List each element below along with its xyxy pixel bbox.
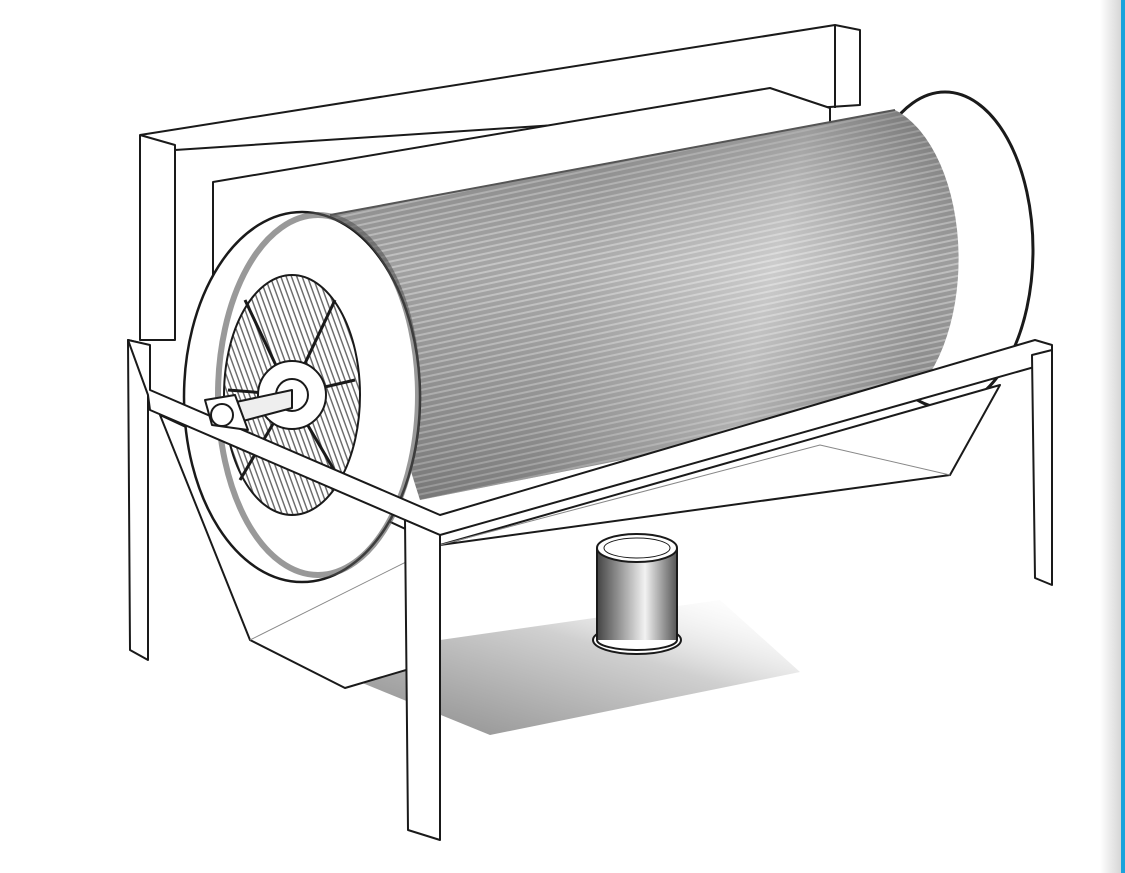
frame-front-right-leg xyxy=(404,519,441,841)
frame-front-beam xyxy=(127,339,1053,536)
floor-shadow xyxy=(355,600,800,735)
page-edge-shadow xyxy=(1100,0,1121,873)
page-edge-accent-bar xyxy=(1121,0,1125,873)
frame-right-leg xyxy=(1031,349,1053,586)
outlet-pipe xyxy=(597,548,677,640)
bearing xyxy=(210,403,234,427)
